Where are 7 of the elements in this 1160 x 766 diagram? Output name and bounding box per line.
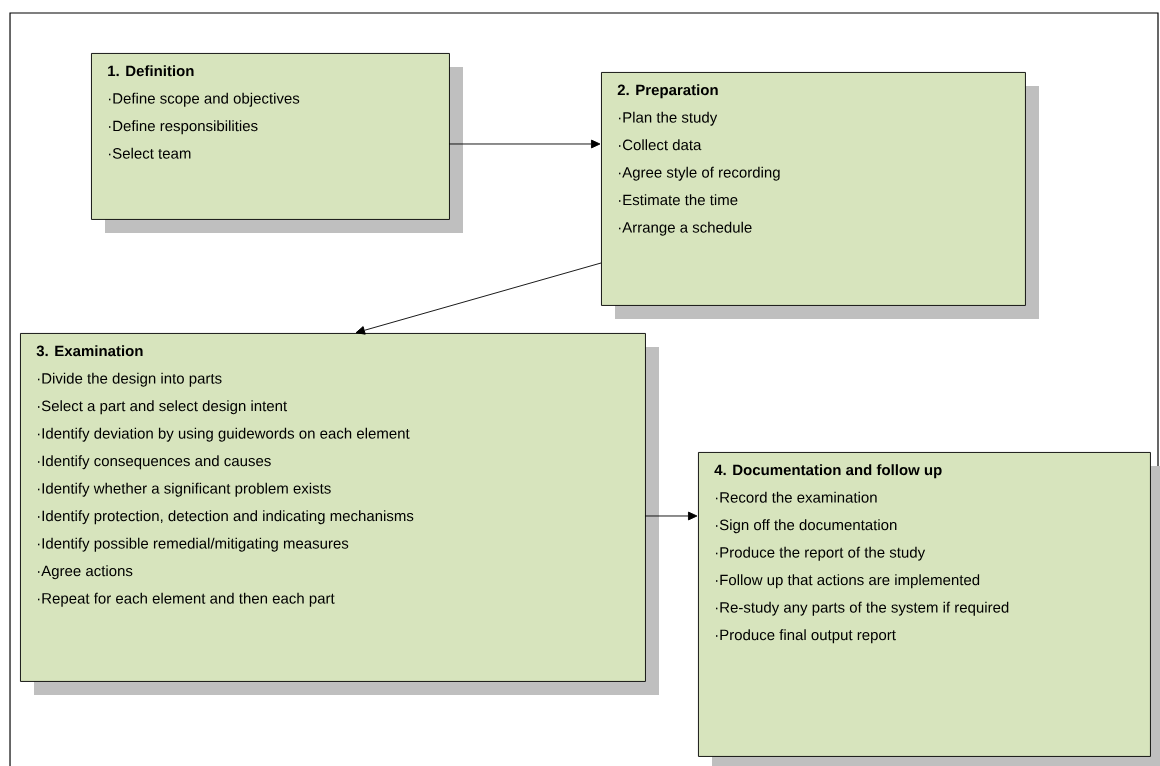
process-box: 3. Examination ·Divide the design into parts ·Select a part and select design intent ·Identify deviation by using guidewords on each element ·Identify consequences and causes ·Identify whether a significant problem exists ·Identify protection, detection and indicating mechanisms ·Identify possible remedial/mitigating measures ·Agree actions ·Repeat for each element and then each part xyxy=(20,333,659,695)
arrow xyxy=(355,262,602,335)
process-box: 1. Definition ·Define scope and objectives ·Define responsibilities ·Select team xyxy=(91,53,463,233)
arrow xyxy=(644,511,698,521)
process-box: 2. Preparation ·Plan the study ·Collect data ·Agree style of recording ·Estimate the time ·Arrange a schedule xyxy=(601,72,1039,319)
process-box: 4. Documentation and follow up ·Record the examination ·Sign off the documentation ·Produce the report of the study ·Follow up that actions are implemented ·Re-study any parts of the system if required ·Produce final output report xyxy=(698,452,1160,766)
arrow xyxy=(448,139,601,149)
